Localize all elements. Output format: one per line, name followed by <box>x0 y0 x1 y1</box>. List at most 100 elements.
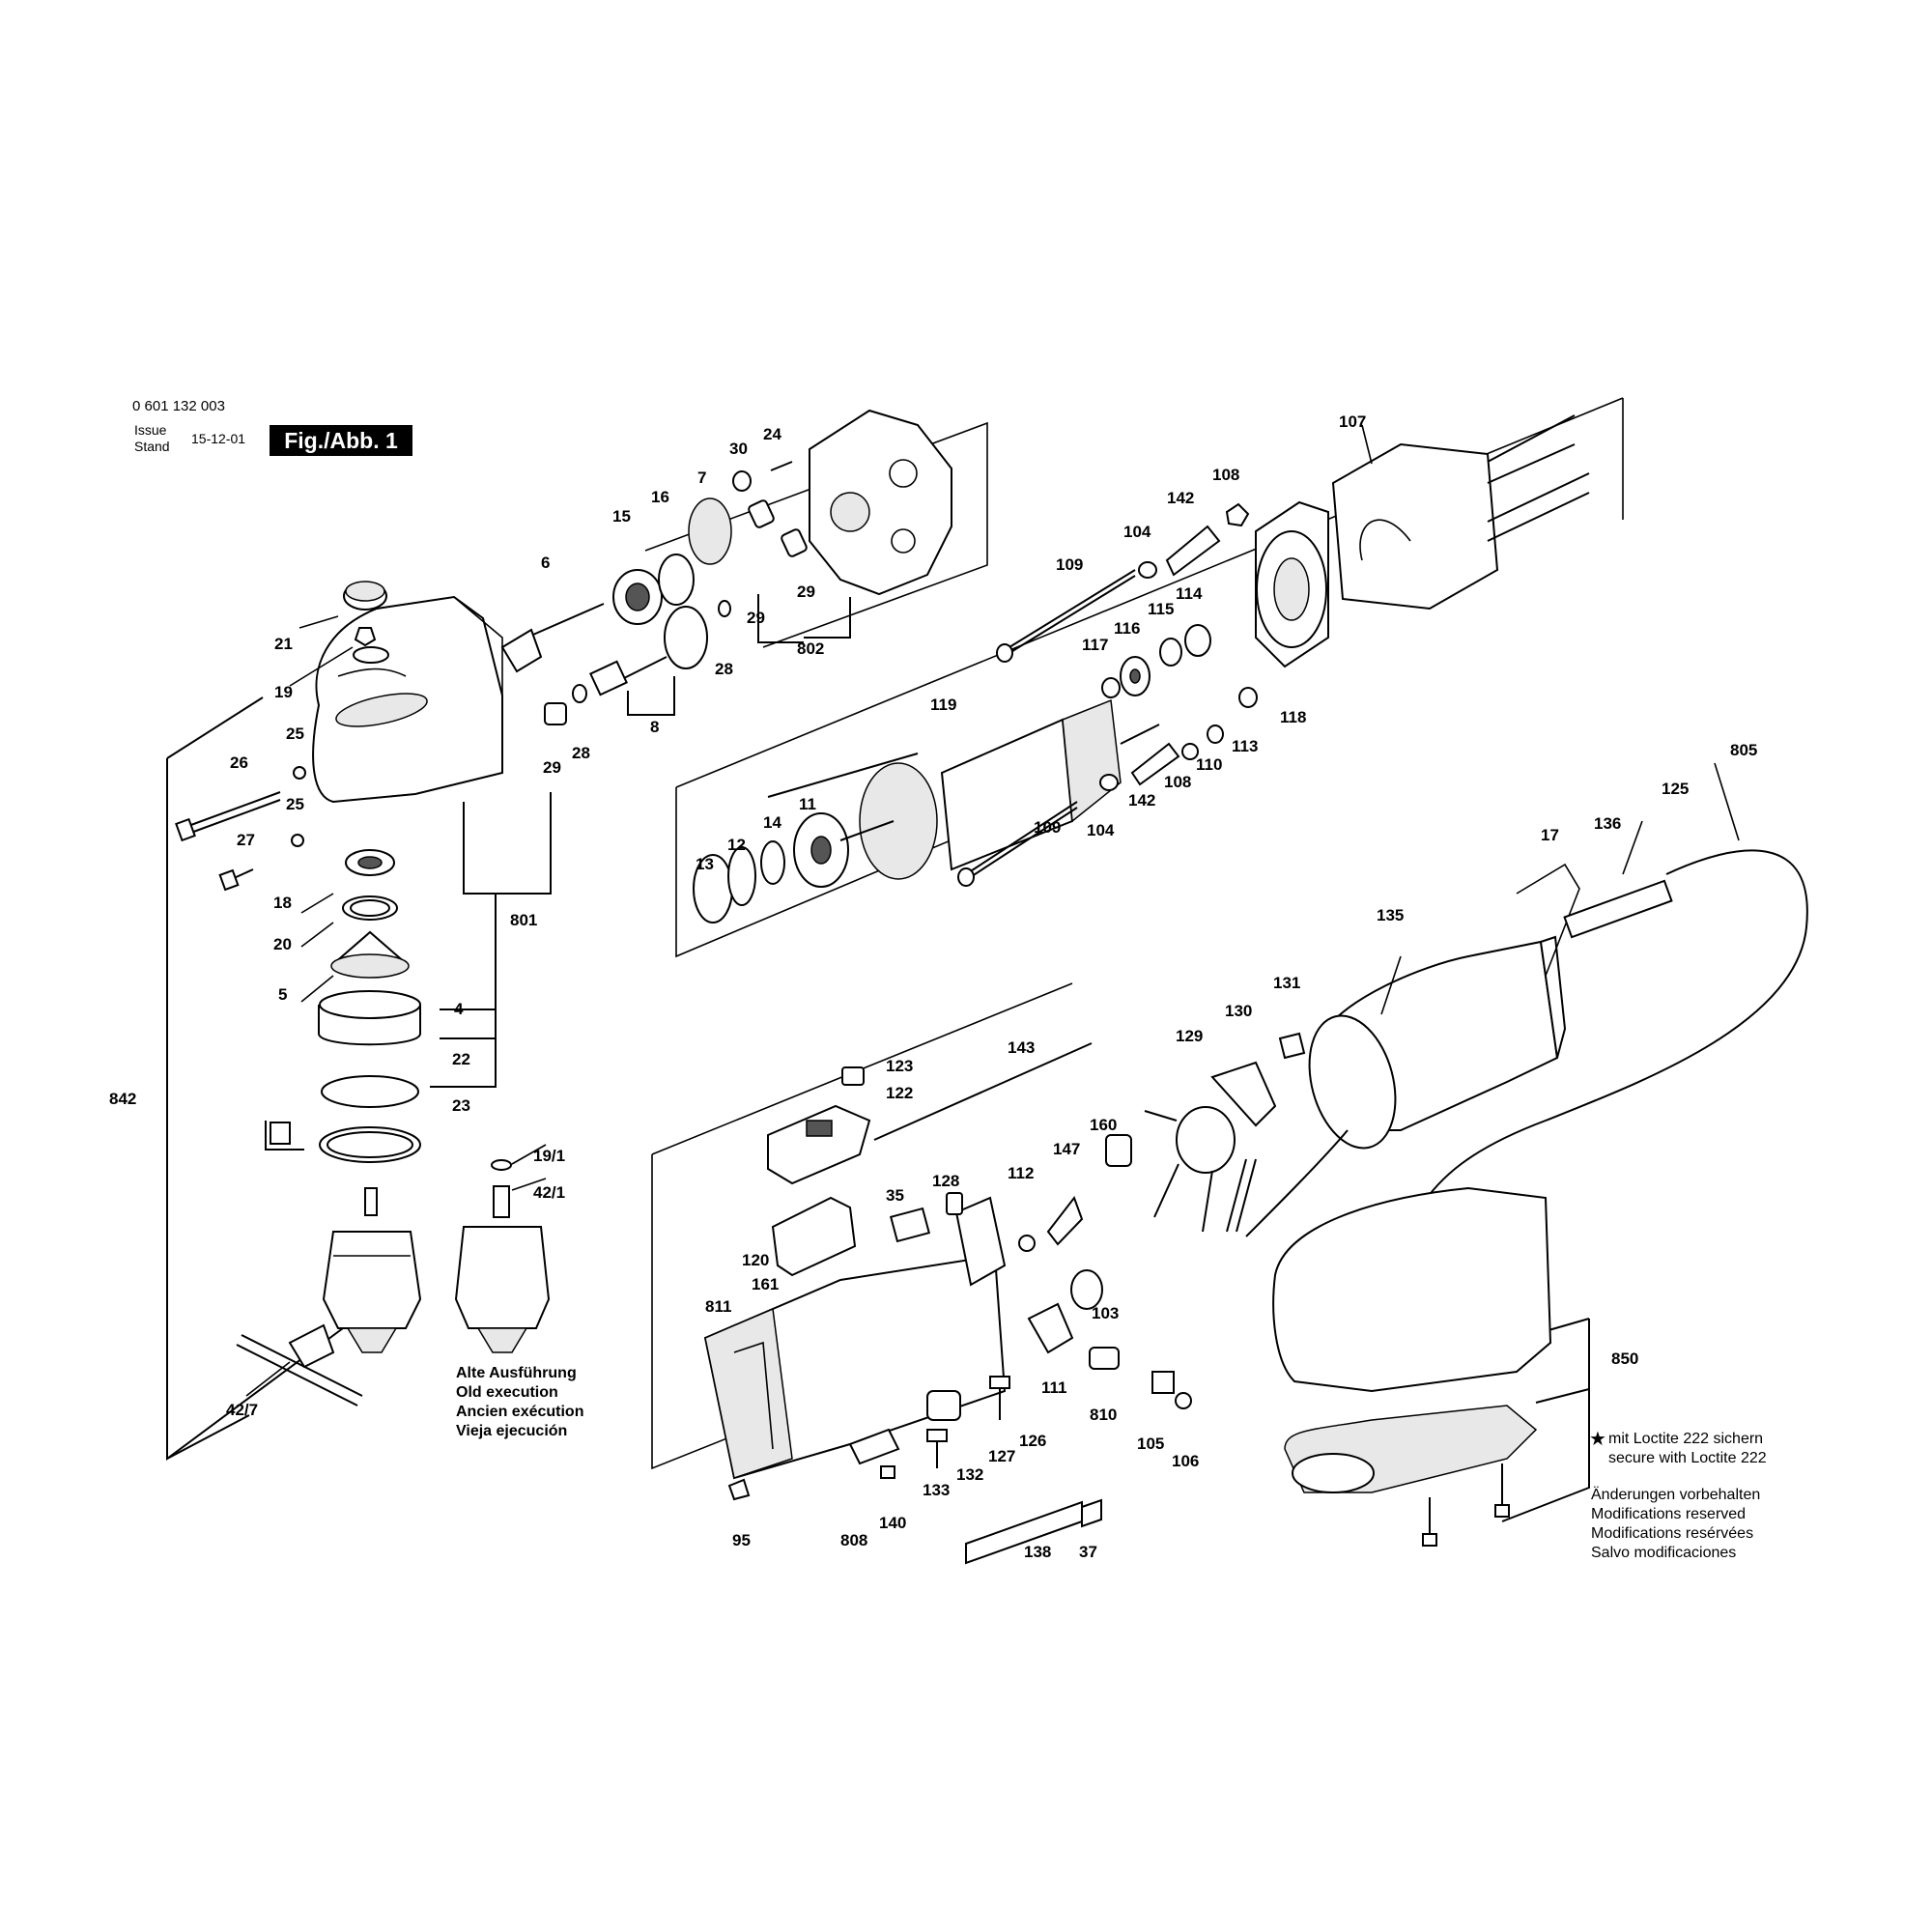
star-icon: ★ <box>1589 1429 1606 1450</box>
small-screws <box>880 1376 1010 1479</box>
callout: 125 <box>1662 780 1689 798</box>
callout: 20 <box>273 935 292 953</box>
modifications-line: Modifications reserved <box>1591 1506 1747 1522</box>
callout: 128 <box>932 1172 959 1190</box>
callout: 136 <box>1594 814 1621 833</box>
part-number: 0 601 132 003 <box>132 398 225 414</box>
callout: 104 <box>1123 523 1151 541</box>
callout: 27 <box>237 831 255 849</box>
callout: 126 <box>1019 1432 1046 1450</box>
callout: 129 <box>1176 1027 1203 1045</box>
loctite-note: ★mit Loctite 222 sichern secure with Loc… <box>1589 1430 1767 1468</box>
callout: 113 <box>1232 737 1258 755</box>
callout: 808 <box>840 1531 867 1549</box>
callout: 25 <box>286 724 304 743</box>
callout-labels: 30 24 7 16 15 6 29 29 802 28 21 19 25 26… <box>109 412 1757 1561</box>
callout: 161 <box>752 1275 779 1293</box>
brush-parts <box>889 1134 1192 1409</box>
bracket-symbol <box>265 1121 304 1151</box>
callout: 109 <box>1056 555 1083 574</box>
callout: 29 <box>543 758 561 777</box>
callout: 140 <box>879 1514 906 1532</box>
callout: 11 <box>799 795 816 813</box>
capacitor <box>1144 1032 1306 1233</box>
old-execution-line: Ancien exécution <box>456 1404 584 1420</box>
callout: 119 <box>930 696 956 714</box>
modifications-note: Änderungen vorbehalten Modifications res… <box>1591 1486 1760 1563</box>
old-execution-line: Vieja ejecución <box>456 1423 568 1439</box>
callout: 26 <box>230 753 248 772</box>
callout: 120 <box>742 1251 769 1269</box>
stand-label-line: Stand <box>134 439 170 454</box>
callout: 14 <box>763 813 781 832</box>
callout: 114 <box>1176 584 1203 603</box>
modifications-line: Modifications resérvées <box>1591 1525 1754 1542</box>
callout: 28 <box>572 744 590 762</box>
labels-plates <box>727 1428 1102 1565</box>
callout: 13 <box>696 855 714 873</box>
field-coil <box>1255 414 1590 668</box>
callout: 7 <box>697 469 706 487</box>
callout: 811 <box>705 1297 731 1316</box>
loctite-line: secure with Loctite 222 <box>1608 1450 1767 1466</box>
old-execution-line: Alte Ausführung <box>456 1365 577 1381</box>
old-execution-chuck <box>454 1159 551 1353</box>
callout: 142 <box>1167 489 1194 507</box>
callout: 143 <box>1008 1038 1035 1057</box>
modifications-line: Änderungen vorbehalten <box>1591 1487 1761 1503</box>
callout: 29 <box>747 609 765 627</box>
callout: 28 <box>715 660 733 678</box>
old-execution-line: Old execution <box>456 1384 558 1401</box>
callout: 6 <box>541 554 550 572</box>
callout: 142 <box>1128 791 1155 810</box>
switch-rod <box>873 1042 1093 1141</box>
callout: 37 <box>1079 1543 1097 1561</box>
callout: 850 <box>1611 1350 1638 1368</box>
callout: 122 <box>886 1084 913 1102</box>
issue-label: Issue Stand <box>134 422 170 455</box>
callout: 123 <box>886 1057 913 1075</box>
callout: 42/1 <box>533 1183 565 1202</box>
callout: 22 <box>452 1050 470 1068</box>
gear-housing <box>809 409 952 596</box>
loctite-line: mit Loctite 222 sichern <box>1608 1431 1764 1447</box>
motor-small-parts <box>1099 502 1258 791</box>
gear-assembly <box>500 461 808 725</box>
callout: 805 <box>1730 741 1757 759</box>
callout: 103 <box>1092 1304 1119 1322</box>
callout: 108 <box>1164 773 1191 791</box>
issue-date: 15-12-01 <box>191 431 246 446</box>
callout: 106 <box>1172 1452 1199 1470</box>
callout: 35 <box>886 1186 904 1205</box>
callout: 802 <box>797 639 824 658</box>
tie-bolts <box>957 569 1136 887</box>
callout: 115 <box>1148 600 1174 618</box>
callout: 112 <box>1008 1164 1034 1182</box>
leader-lines <box>245 424 1740 1397</box>
callout: 95 <box>732 1531 751 1549</box>
issue-label-line: Issue <box>134 422 167 438</box>
callout: 110 <box>1196 755 1222 774</box>
callout: 127 <box>988 1447 1015 1465</box>
modifications-line: Salvo modificaciones <box>1591 1545 1737 1561</box>
callout: 147 <box>1053 1140 1080 1158</box>
callout: 19 <box>274 683 293 701</box>
callout: 108 <box>1212 466 1239 484</box>
spindle-stack <box>318 849 421 1163</box>
callout: 131 <box>1273 974 1300 992</box>
callout: 111 <box>1041 1378 1067 1397</box>
callout: 132 <box>956 1465 983 1484</box>
callout: 107 <box>1339 412 1366 431</box>
callout: 130 <box>1225 1002 1252 1020</box>
chuck-key <box>236 1323 363 1406</box>
callout: 19/1 <box>533 1147 565 1165</box>
callout: 160 <box>1090 1116 1117 1134</box>
callout: 109 <box>1034 818 1061 837</box>
callout: 842 <box>109 1090 136 1108</box>
callout: 30 <box>729 440 748 458</box>
callout: 25 <box>286 795 304 813</box>
callout: 17 <box>1541 826 1559 844</box>
angle-head-housing <box>312 595 503 804</box>
drill-chuck <box>322 1187 422 1353</box>
